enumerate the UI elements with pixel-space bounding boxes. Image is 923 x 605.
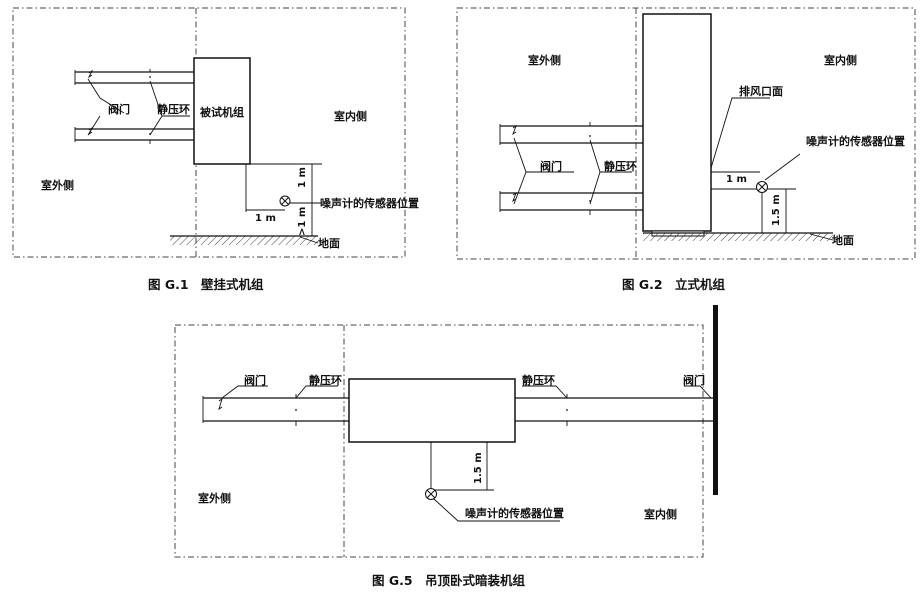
g2-dim-v: 1.5 m <box>771 194 782 226</box>
g5-pipes <box>202 394 713 426</box>
g2-pipes <box>499 122 643 215</box>
g1-valve-leader <box>87 78 125 114</box>
g5-ring-right-leader <box>522 385 568 399</box>
g2-dim-h: 1 m <box>726 174 747 185</box>
g1-frame <box>12 7 406 258</box>
g1-dim-v-bottom: >1 m <box>297 207 308 236</box>
g2-frame <box>456 7 916 260</box>
g5-outdoor-label: 室外侧 <box>198 491 231 505</box>
g1-dim-v-top: 1 m <box>297 167 308 188</box>
g5-unit-box <box>348 378 516 443</box>
g2-sensor-label: 噪声计的传感器位置 <box>806 134 905 148</box>
g1-sensor <box>279 195 291 207</box>
figure-g2: 阀门 静压环 排风口面 1 m 1.5 m 噪声计的传感器位置 地面 室外侧 室… <box>456 7 916 292</box>
g5-valve-right-leader <box>684 385 712 399</box>
g1-unit-box <box>193 57 251 165</box>
g5-wall <box>713 305 718 495</box>
g1-indoor-label: 室内侧 <box>334 109 367 123</box>
g1-dim-h: 1 m <box>255 213 276 224</box>
g1-ground-label: 地面 <box>318 236 340 250</box>
g2-unit-box <box>642 13 712 232</box>
figure-g5: 阀门 静压环 静压环 阀门 1.5 m 噪声计的传感器位置 室外侧 室内侧 图 … <box>174 305 718 588</box>
g2-indoor-label: 室内侧 <box>824 53 857 67</box>
g2-exhaust-leader <box>710 97 770 169</box>
g5-frame <box>174 324 704 558</box>
g2-ground-hatch <box>643 233 833 241</box>
g5-valve-right-label: 阀门 <box>683 373 705 387</box>
g5-sensor <box>425 488 437 500</box>
g5-valve-left-label: 阀门 <box>244 373 266 387</box>
g1-outdoor-label: 室外侧 <box>41 178 74 192</box>
g5-indoor-label: 室内侧 <box>644 507 677 521</box>
g1-sensor-label: 噪声计的传感器位置 <box>320 196 419 210</box>
g1-caption: 图 G.1 壁挂式机组 <box>148 277 264 292</box>
g5-dim-v: 1.5 m <box>473 452 484 484</box>
g5-caption: 图 G.5 吊顶卧式暗装机组 <box>372 573 526 588</box>
figure-g1: 被试机组 阀门 静压环 <box>12 7 419 292</box>
g5-sensor-label: 噪声计的传感器位置 <box>465 506 564 520</box>
g5-ring-left-leader <box>295 385 338 399</box>
g2-exhaust-label: 排风口面 <box>739 84 783 98</box>
g2-caption: 图 G.2 立式机组 <box>622 277 726 292</box>
g2-valve-label: 阀门 <box>540 159 562 173</box>
g2-ground-label: 地面 <box>832 233 854 247</box>
g2-sensor <box>756 181 768 193</box>
g1-ring-label: 静压环 <box>157 102 190 116</box>
g1-ground-hatch <box>170 236 318 245</box>
g1-valve-label: 阀门 <box>108 102 130 116</box>
g5-sensor-leader <box>433 498 560 522</box>
g5-ring-right-label: 静压环 <box>522 373 555 387</box>
g5-ring-left-label: 静压环 <box>309 373 342 387</box>
g2-outdoor-label: 室外侧 <box>528 53 561 67</box>
g5-valve-left-leader <box>221 385 268 399</box>
g1-unit-label: 被试机组 <box>200 105 244 119</box>
g2-ring-label: 静压环 <box>604 159 637 173</box>
